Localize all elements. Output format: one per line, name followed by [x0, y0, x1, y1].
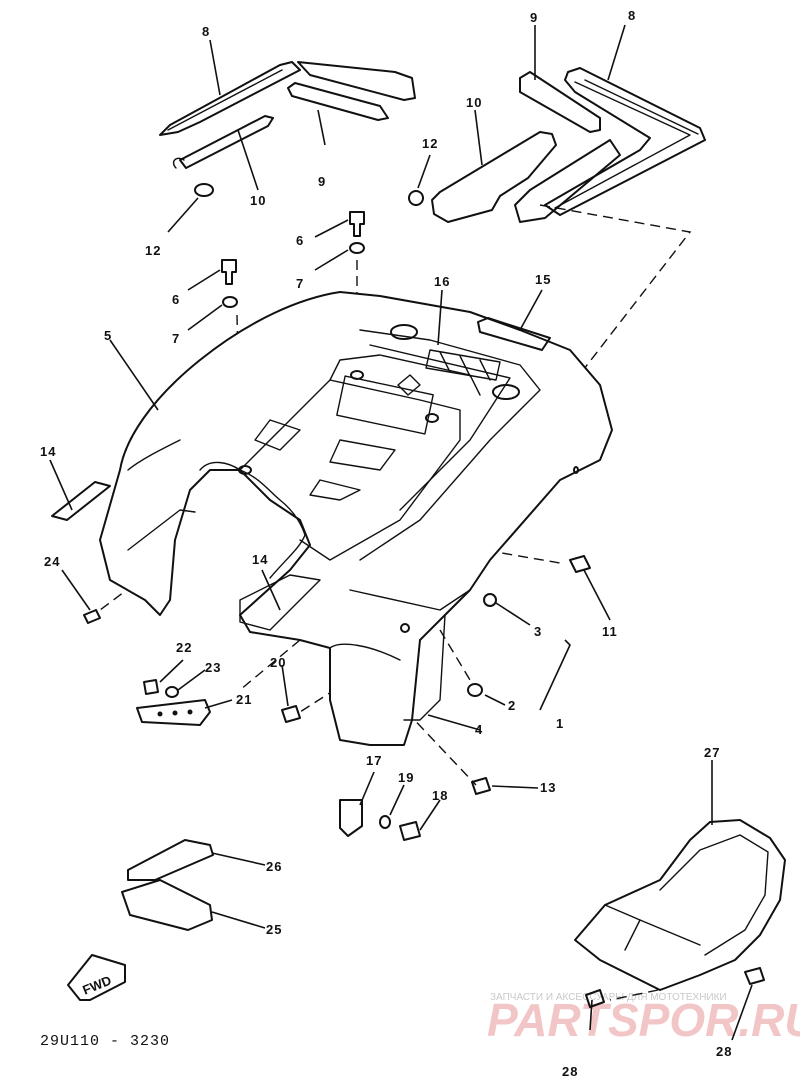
left-grab-rail-parts — [159, 61, 416, 197]
rear-fender — [99, 291, 613, 746]
bolt-6-lower — [221, 259, 237, 285]
label-16 — [425, 349, 501, 381]
bolts-6-7 — [221, 211, 365, 308]
rail-8-left — [159, 61, 301, 136]
carrier-frame — [574, 819, 786, 991]
fender-outline — [99, 291, 613, 746]
watermark: ЗАПЧАСТИ И АКСЕССУАРЫ ДЛЯ МОТОТЕХНИКИ PA… — [487, 992, 800, 1046]
rail-9-right — [519, 71, 601, 133]
callout-13: 13 — [540, 780, 556, 795]
fasteners — [83, 555, 591, 841]
callout-23: 23 — [205, 660, 221, 675]
bracket-26 — [127, 839, 214, 881]
bolt-6-upper — [349, 211, 365, 237]
mud-flap-25 — [121, 879, 213, 931]
rail-10-left — [179, 115, 274, 169]
callout-19: 19 — [398, 770, 414, 785]
callout-11: 11 — [602, 624, 618, 639]
washer-19 — [379, 815, 391, 829]
callout-17: 17 — [366, 753, 382, 768]
callout-6-lower: 6 — [172, 292, 180, 307]
callout-1: 1 — [556, 716, 564, 731]
callout-26: 26 — [266, 859, 282, 874]
leader-lines — [49, 24, 753, 1041]
rail-plate-right — [514, 139, 621, 223]
drawing-code: 29U110 - 3230 — [40, 1033, 170, 1050]
callout-8-right: 8 — [628, 8, 636, 23]
nut-12-left — [194, 183, 214, 197]
callout-2: 2 — [508, 698, 516, 713]
mud-flap-parts — [121, 839, 214, 931]
grommet-2 — [467, 683, 483, 697]
callout-25: 25 — [266, 922, 282, 937]
reflector-14-left — [51, 481, 111, 521]
watermark-main-text: PARTSPOR.RU — [487, 994, 800, 1046]
label-15 — [477, 317, 551, 351]
bracket-21 — [136, 699, 211, 726]
callout-28-right: 28 — [716, 1044, 732, 1059]
rail-8-right — [544, 67, 706, 216]
callout-9-right: 9 — [530, 10, 538, 25]
callout-14-lower: 14 — [252, 552, 268, 567]
callout-18: 18 — [432, 788, 448, 803]
callout-14-left: 14 — [40, 444, 56, 459]
callout-28-left: 28 — [562, 1064, 578, 1079]
reflector-14-lower — [239, 574, 321, 631]
screw-24 — [83, 609, 101, 624]
callout-21: 21 — [236, 692, 252, 707]
screw-13 — [471, 777, 491, 795]
rail-9-left — [297, 61, 416, 101]
callout-12-right: 12 — [422, 136, 438, 151]
callout-22: 22 — [176, 640, 192, 655]
callout-12-left: 12 — [145, 243, 161, 258]
bracket-17 — [339, 799, 363, 837]
fender-hole-right — [492, 384, 520, 400]
callout-8-left: 8 — [202, 24, 210, 39]
callout-27: 27 — [704, 745, 720, 760]
washer-7-upper — [349, 242, 365, 254]
rear-carrier-27 — [574, 819, 786, 991]
rail-9-plate-left — [287, 82, 389, 121]
callout-4: 4 — [475, 722, 483, 737]
callout-labels: 8 9 10 12 9 8 10 12 6 7 6 7 16 15 5 14 1… — [40, 8, 732, 1079]
fender-hole-left — [390, 324, 418, 340]
bolt-22 — [143, 679, 159, 695]
watermark-top-text: ЗАПЧАСТИ И АКСЕССУАРЫ ДЛЯ МОТОТЕХНИКИ — [490, 992, 727, 1003]
fwd-label: FWD — [80, 973, 113, 998]
callout-7-upper: 7 — [296, 276, 304, 291]
callout-3: 3 — [534, 624, 542, 639]
callout-6-upper: 6 — [296, 233, 304, 248]
bolt-20 — [281, 705, 301, 723]
fwd-arrow: FWD — [67, 954, 126, 1001]
washer-23 — [165, 686, 179, 698]
bolt-28-left — [585, 989, 605, 1008]
washer-7-lower — [222, 296, 238, 308]
right-grab-rail-parts — [408, 67, 706, 223]
callout-10-left: 10 — [250, 193, 266, 208]
callout-16: 16 — [434, 274, 450, 289]
callout-7-lower: 7 — [172, 331, 180, 346]
callout-10-right: 10 — [466, 95, 482, 110]
callout-24: 24 — [44, 554, 60, 569]
nut-12-right — [408, 190, 424, 206]
callout-9-left: 9 — [318, 174, 326, 189]
callout-5: 5 — [104, 328, 112, 343]
bolt-28-right — [744, 967, 765, 985]
bolt-18 — [399, 821, 421, 841]
rail-10-right — [431, 131, 557, 223]
screw-11 — [569, 555, 591, 573]
callout-15: 15 — [535, 272, 551, 287]
callout-20: 20 — [270, 655, 286, 670]
